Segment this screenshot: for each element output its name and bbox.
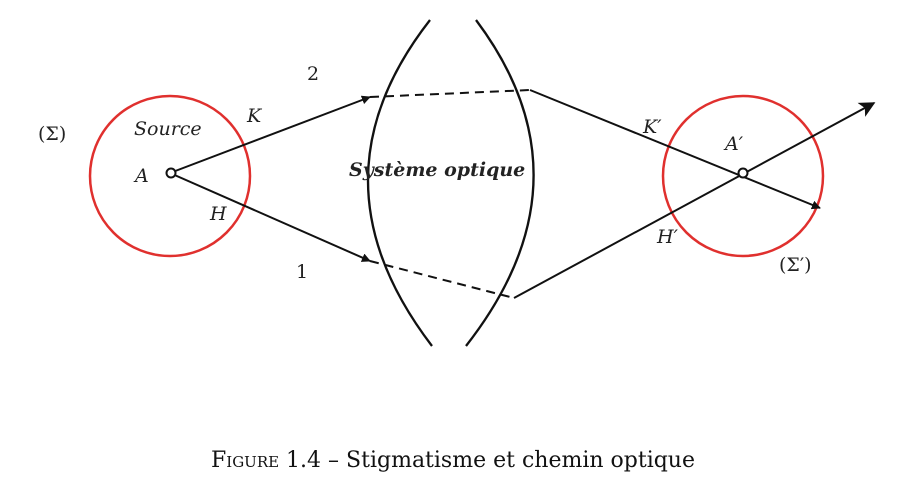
stigmatism-diagram: (Σ) Source A K H 2 1 Système optique K′ … <box>38 19 876 347</box>
label-point-k: K <box>246 105 263 127</box>
label-point-k-prime: K′ <box>642 116 662 138</box>
ray-2-emergent <box>529 89 821 210</box>
figure-caption-text: Stigmatisme et chemin optique <box>346 448 695 473</box>
ray-1-incident <box>169 172 371 262</box>
label-source: Source <box>134 118 202 140</box>
label-point-a-prime: A′ <box>723 133 744 155</box>
label-ray-2: 2 <box>307 63 319 85</box>
ray-2-inside-dashed <box>369 89 531 98</box>
wavefront-sigma-circle <box>88 94 252 258</box>
ray-1-emergent <box>513 102 876 299</box>
label-optical-system: Système optique <box>349 159 525 181</box>
wavefront-sigma-prime-circle <box>661 94 825 258</box>
label-point-a: A <box>133 165 149 187</box>
label-sigma-prime: (Σ′) <box>779 254 812 276</box>
figure-caption-prefix: Figure 1.4 <box>211 448 322 473</box>
label-ray-1: 1 <box>296 261 308 283</box>
figure-caption-separator: – <box>321 448 347 473</box>
ray-1-inside-dashed <box>369 260 515 299</box>
label-sigma: (Σ) <box>38 123 66 145</box>
label-point-h-prime: H′ <box>656 226 679 248</box>
lens-right-surface <box>465 19 535 347</box>
lens-left-surface <box>366 19 433 347</box>
point-a-marker <box>165 167 177 179</box>
figure-caption: Figure 1.4 – Stigmatisme et chemin optiq… <box>0 448 906 473</box>
point-a-prime-marker <box>737 167 749 179</box>
ray-2-incident <box>169 95 371 174</box>
label-point-h: H <box>209 203 227 225</box>
